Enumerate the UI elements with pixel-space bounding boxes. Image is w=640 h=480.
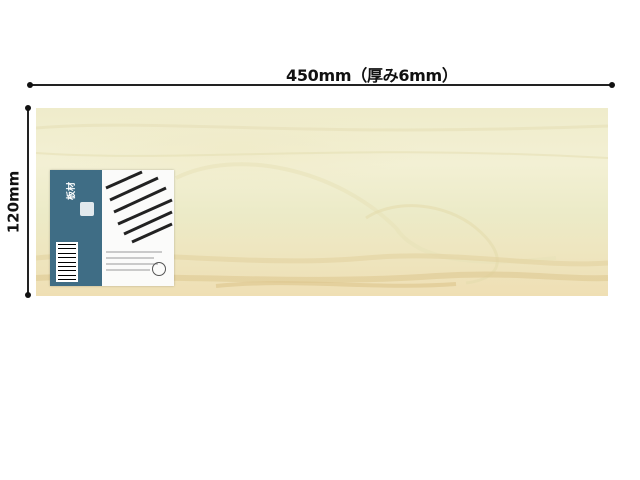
height-dimension-label: 120mm [4, 170, 23, 234]
label-mark-icon [152, 262, 166, 276]
width-dimension-line [30, 84, 612, 86]
label-blue-panel: 板材 〉〉 [50, 170, 102, 286]
product-label-card: 板材 〉〉 [50, 170, 174, 286]
brand-logo [80, 202, 94, 216]
width-dimension-label: 450mm（厚み6mm） [286, 66, 458, 85]
height-dimension-start-dot [25, 105, 31, 111]
height-dimension-end-dot [25, 292, 31, 298]
label-text-stripes [105, 170, 173, 271]
product-name-text: 板材 [67, 181, 77, 200]
height-dimension-line [27, 108, 29, 296]
width-dimension-start-dot [27, 82, 33, 88]
barcode [56, 242, 78, 282]
width-dimension-end-dot [609, 82, 615, 88]
